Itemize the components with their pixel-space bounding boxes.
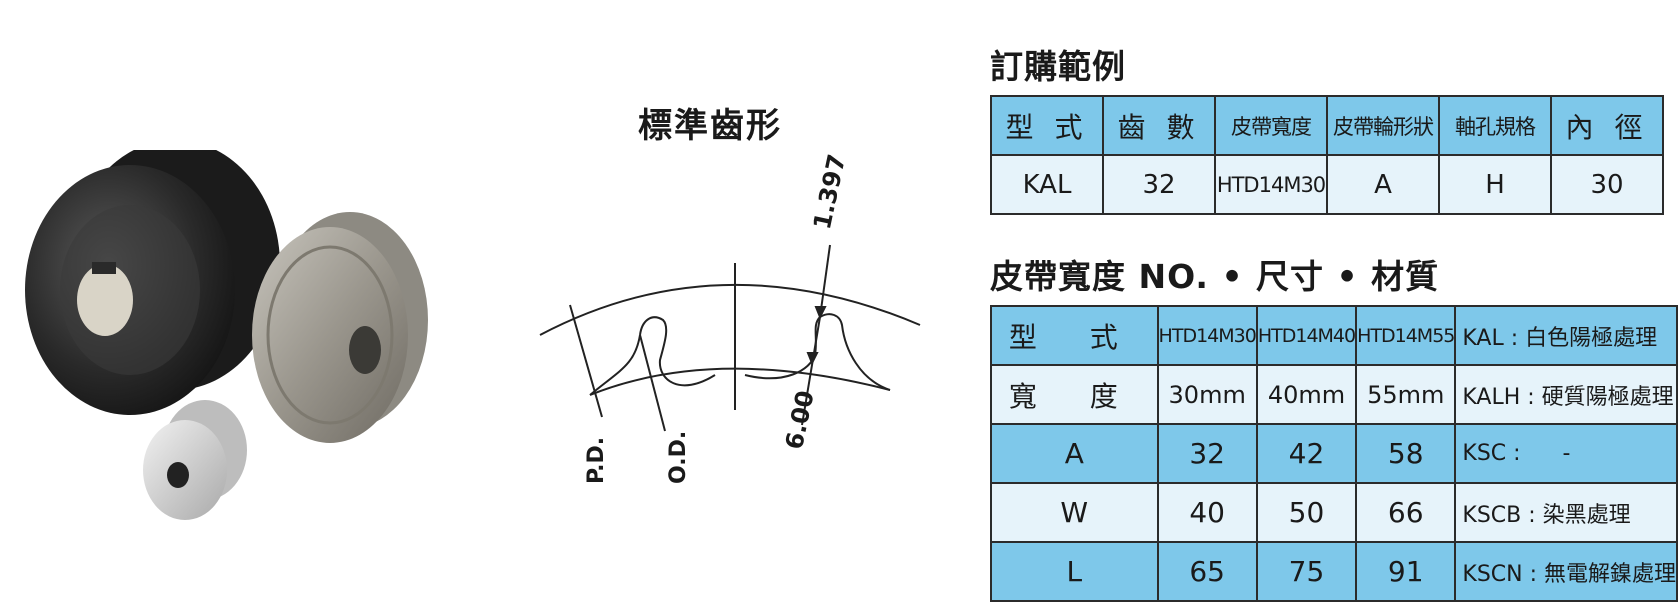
order-example-title: 訂購範例: [990, 47, 1126, 86]
steel-pulley-face: [252, 227, 408, 443]
row-label: W: [990, 482, 1159, 543]
inner-arc: [589, 367, 891, 396]
pd-leader: [569, 304, 603, 418]
header-cell: 軸孔規格: [1438, 95, 1552, 156]
row-label: L: [990, 541, 1159, 602]
tooth-profile-diagram: [539, 244, 921, 432]
dim-top-line: [819, 244, 831, 318]
header-cell: 型 式: [990, 95, 1104, 156]
value-cell: HTD14M30: [1214, 154, 1328, 215]
spec-row: L 65 75 91 KSCN : 無電解鎳處理: [990, 541, 1678, 602]
value-cell: A: [1326, 154, 1440, 215]
material-note: KSC : -: [1454, 423, 1678, 484]
order-example-table: 型 式 齒 數 皮帶寬度 皮帶輪形狀 軸孔規格 內 徑 KAL 32 HTD14…: [990, 95, 1664, 215]
header-cell: 皮帶寬度: [1214, 95, 1328, 156]
black-pulley-bore: [77, 264, 133, 336]
order-value-row: KAL 32 HTD14M30 A H 30: [990, 154, 1664, 215]
aluminum-pulley-bore: [167, 462, 189, 488]
header-cell: 皮帶輪形狀: [1326, 95, 1440, 156]
row-label: 型 式: [990, 305, 1159, 366]
order-header-row: 型 式 齒 數 皮帶寬度 皮帶輪形狀 軸孔規格 內 徑: [990, 95, 1664, 156]
header-cell: 內 徑: [1550, 95, 1664, 156]
value-cell: 32: [1156, 423, 1258, 484]
value-cell: 55mm: [1355, 364, 1457, 425]
od-leader: [639, 334, 666, 432]
material-note: KALH : 硬質陽極處理: [1454, 364, 1678, 425]
value-cell: 30mm: [1156, 364, 1258, 425]
header-cell: HTD14M55: [1355, 305, 1457, 366]
spec-table: 型 式 HTD14M30 HTD14M40 HTD14M55 KAL : 白色陽…: [990, 305, 1678, 602]
value-cell: 42: [1255, 423, 1358, 484]
tooth-left: [589, 316, 716, 396]
pulley-photo: [25, 150, 428, 520]
value-cell: 50: [1255, 482, 1358, 543]
row-label: A: [990, 423, 1159, 484]
header-cell: 齒 數: [1102, 95, 1216, 156]
spec-row: A 32 42 58 KSC : -: [990, 423, 1678, 484]
header-cell: HTD14M40: [1255, 305, 1358, 366]
od-label: O.D.: [666, 430, 691, 484]
outer-arc: [539, 283, 921, 336]
value-cell: 30: [1550, 154, 1664, 215]
material-note: KSCN : 無電解鎳處理: [1454, 541, 1678, 602]
value-cell: 75: [1255, 541, 1358, 602]
steel-pulley-bore: [349, 326, 381, 374]
value-cell: 65: [1156, 541, 1258, 602]
dim-depth-line: [801, 316, 821, 426]
value-cell: 40mm: [1255, 364, 1358, 425]
pd-label: P.D.: [584, 436, 609, 484]
value-cell: H: [1438, 154, 1552, 215]
tooth-profile-title: 標準齒形: [638, 106, 782, 146]
spec-header-row: 型 式 HTD14M30 HTD14M40 HTD14M55 KAL : 白色陽…: [990, 305, 1678, 366]
header-cell: HTD14M30: [1156, 305, 1258, 366]
row-label: 寬 度: [990, 364, 1159, 425]
spec-row: W 40 50 66 KSCB : 染黑處理: [990, 482, 1678, 543]
spec-title: 皮帶寬度 NO. • 尺寸 • 材質: [990, 257, 1440, 296]
value-cell: 58: [1355, 423, 1457, 484]
value-cell: 66: [1355, 482, 1457, 543]
value-cell: KAL: [990, 154, 1104, 215]
value-cell: 40: [1156, 482, 1258, 543]
spec-row: 寬 度 30mm 40mm 55mm KALH : 硬質陽極處理: [990, 364, 1678, 425]
value-cell: 91: [1355, 541, 1457, 602]
material-note: KSCB : 染黑處理: [1454, 482, 1678, 543]
material-note: KAL : 白色陽極處理: [1454, 305, 1678, 366]
value-cell: 32: [1102, 154, 1216, 215]
